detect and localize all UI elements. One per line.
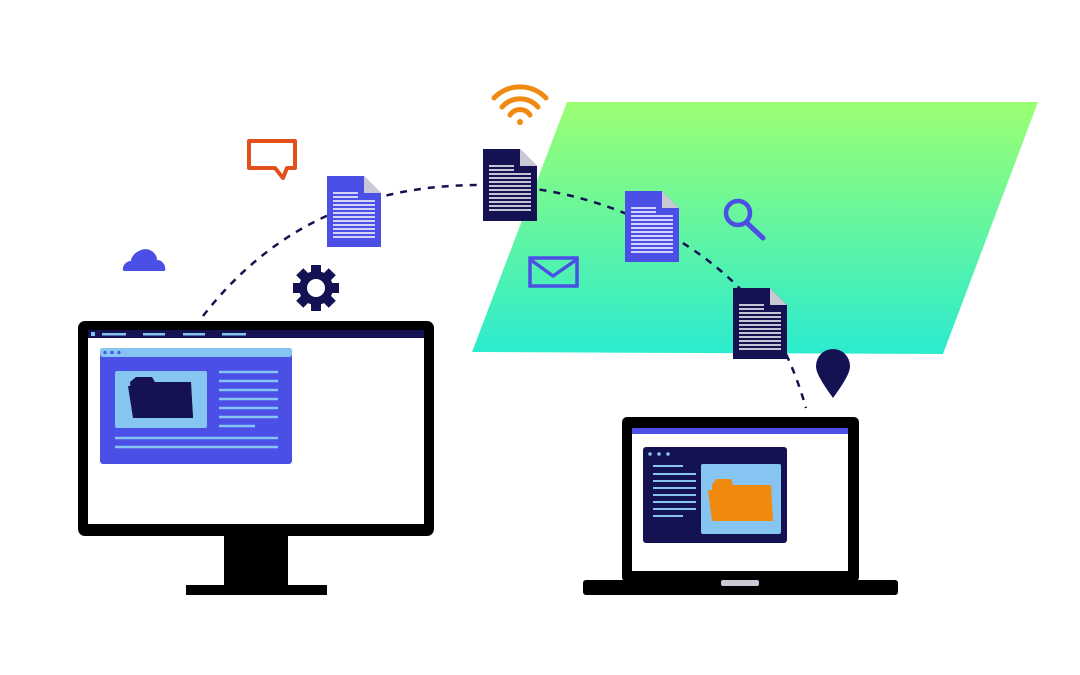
location-pin-icon bbox=[816, 349, 850, 398]
desktop-app-window bbox=[100, 348, 292, 464]
cloud-icon bbox=[122, 249, 166, 271]
gear-icon bbox=[293, 265, 339, 311]
desktop-stand-neck bbox=[224, 533, 288, 587]
chat-bubble-icon bbox=[247, 139, 297, 180]
search-icon bbox=[723, 198, 766, 241]
desktop-menu-bar bbox=[88, 330, 424, 338]
laptop-app-window bbox=[643, 447, 787, 543]
desktop-computer bbox=[78, 321, 434, 595]
desktop-stand-base bbox=[186, 585, 327, 595]
laptop-trackpad-notch bbox=[721, 580, 759, 586]
document-icon bbox=[327, 176, 381, 247]
laptop-computer bbox=[583, 417, 898, 595]
document-icon bbox=[625, 191, 679, 262]
laptop-base bbox=[583, 580, 898, 595]
mail-icon bbox=[528, 256, 579, 288]
document-icon bbox=[733, 288, 787, 359]
folder-icon bbox=[128, 377, 193, 418]
wifi-icon bbox=[491, 84, 549, 125]
laptop-menu-bar bbox=[632, 428, 848, 434]
folder-icon bbox=[708, 479, 773, 521]
document-icon bbox=[483, 149, 537, 221]
